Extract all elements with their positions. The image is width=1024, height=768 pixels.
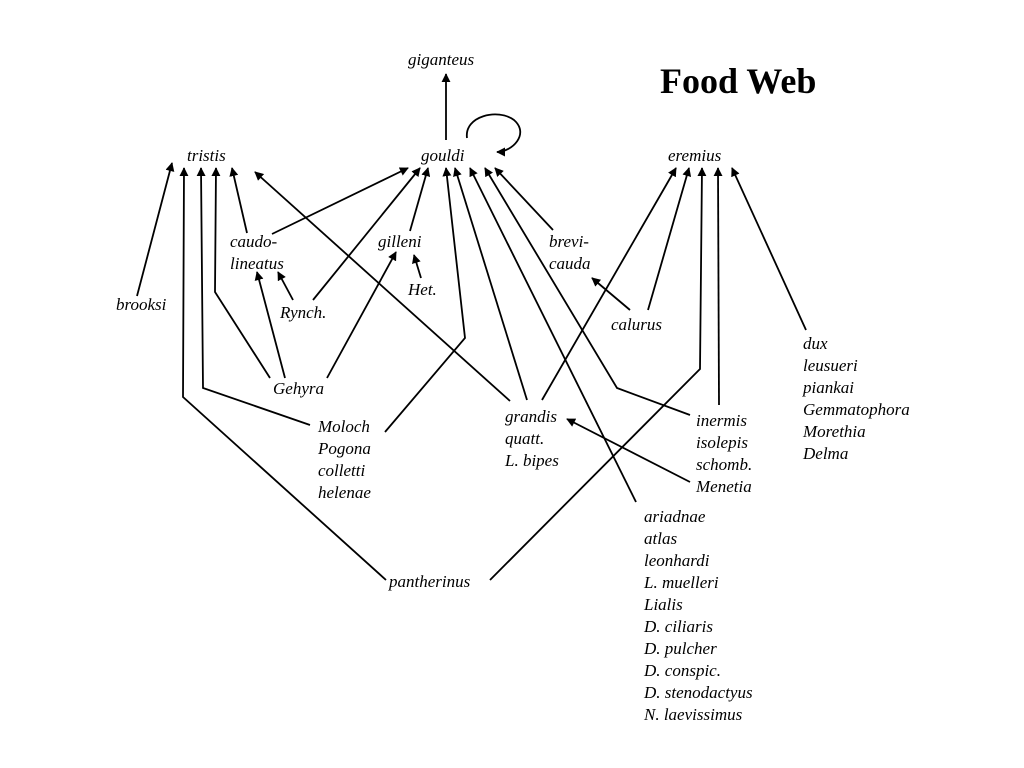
node-line: Pogona: [318, 439, 371, 458]
node-line: leonhardi: [644, 551, 710, 570]
node-line: lineatus: [230, 254, 284, 273]
edge-gilleni-to-gouldi: [409, 167, 431, 232]
edge-caudolineatus-to-gouldi: [271, 167, 409, 235]
node-line: Gemmatophora: [803, 400, 910, 419]
node-line: caudo-: [230, 232, 278, 251]
edge-calurus-to-eremius: [647, 167, 692, 311]
node-line: Menetia: [696, 477, 752, 496]
edge-het-to-gilleni: [412, 254, 422, 279]
edge-gehyra-to-caudolineatus: [254, 271, 286, 379]
node-line: Morethia: [803, 422, 866, 441]
node-line: tristis: [187, 146, 226, 165]
node-line: brevi-: [549, 232, 589, 251]
node-line: eremius: [668, 146, 722, 165]
node-tristis: tristis: [187, 145, 226, 167]
node-line: leusueri: [803, 356, 858, 375]
node-line: giganteus: [408, 50, 475, 69]
node-line: N. laevissimus: [644, 705, 743, 724]
node-line: inermis: [696, 411, 747, 430]
node-line: Rynch.: [280, 303, 327, 322]
node-line: D. ciliaris: [644, 617, 713, 636]
node-line: D. pulcher: [644, 639, 717, 658]
diagram-title: Food Web: [660, 61, 817, 101]
node-caudolineatus: caudo-lineatus: [230, 231, 284, 275]
node-giganteus: giganteus: [408, 49, 474, 71]
node-line: Gehyra: [273, 379, 324, 398]
node-line: calurus: [611, 315, 662, 334]
node-line: isolepis: [696, 433, 748, 452]
node-line: D. conspic.: [644, 661, 721, 680]
node-line: pantherinus: [389, 572, 471, 591]
node-eremius: eremius: [668, 145, 721, 167]
node-line: colletti: [318, 461, 366, 480]
edge-dux_group-to-eremius: [731, 167, 807, 331]
node-line: piankai: [803, 378, 854, 397]
edge-rynch-to-caudolineatus: [277, 271, 294, 301]
node-line: Lialis: [644, 595, 683, 614]
node-line: dux: [803, 334, 828, 353]
edge-gouldi-self-loop: [466, 113, 522, 157]
node-gilleni: gilleni: [378, 231, 421, 253]
node-inermis-group: inermis isolepis schomb. Menetia: [696, 410, 752, 498]
edge-ariadnae_group-to-gouldi: [469, 167, 637, 503]
node-line: Het.: [408, 280, 437, 299]
node-line: Delma: [803, 444, 849, 463]
edge-grandis_group-to-tristis: [254, 171, 511, 402]
node-line: brooksi: [116, 295, 167, 314]
node-line: helenae: [318, 483, 371, 502]
node-line: Moloch: [318, 417, 370, 436]
edge-calurus-to-brevicauda: [591, 277, 631, 311]
edge-pantherinus-to-tristis: [179, 167, 387, 581]
node-line: L. muelleri: [644, 573, 719, 592]
edge-caudolineatus-to-tristis: [229, 167, 248, 234]
node-rynch: Rynch.: [280, 302, 326, 324]
edge-pantherinus-to-eremius: [489, 167, 707, 581]
node-gouldi: gouldi: [421, 145, 464, 167]
node-line: gilleni: [378, 232, 422, 251]
edge-moloch_group-to-gouldi: [384, 167, 466, 433]
edge-inermis_group-to-gouldi: [484, 167, 691, 416]
node-calurus: calurus: [611, 314, 662, 336]
node-line: gouldi: [421, 146, 465, 165]
node-line: ariadnae: [644, 507, 706, 526]
node-line: grandis: [505, 407, 557, 426]
edge-inermis_group-to-grandis_group: [566, 418, 691, 483]
edge-grandis_group-to-gouldi: [453, 167, 528, 401]
node-line: L. bipes: [505, 451, 559, 470]
node-pantherinus: pantherinus: [389, 571, 470, 593]
node-het: Het.: [408, 279, 437, 301]
node-line: D. stenodactyus: [644, 683, 753, 702]
node-line: schomb.: [696, 455, 753, 474]
edge-gehyra-to-tristis: [211, 167, 271, 379]
edge-brooksi-to-tristis: [136, 162, 175, 297]
edge-rynch-to-gouldi: [312, 167, 421, 301]
node-gehyra: Gehyra: [273, 378, 324, 400]
edge-inermis_group-to-eremius: [713, 167, 723, 406]
node-line: cauda: [549, 254, 591, 273]
node-brooksi: brooksi: [116, 294, 166, 316]
edge-gehyra-to-gilleni: [326, 251, 397, 379]
edge-moloch_group-to-tristis: [196, 167, 311, 426]
node-line: quatt.: [505, 429, 545, 448]
edge-brevicauda-to-gouldi: [494, 167, 554, 231]
node-grandis-group: grandis quatt. L. bipes: [505, 406, 559, 472]
edge-grandis_group-to-eremius: [541, 167, 677, 401]
node-brevicauda: brevi-cauda: [549, 231, 591, 275]
node-line: atlas: [644, 529, 678, 548]
